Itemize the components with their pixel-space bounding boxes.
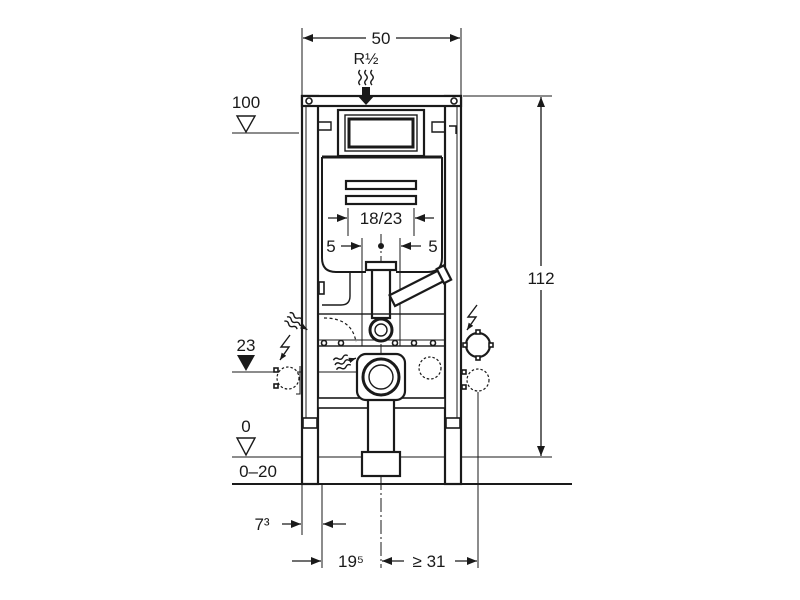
cistern-label-stripe [344, 179, 418, 191]
overflow-pipe-body [388, 268, 447, 308]
socket-icon [273, 366, 301, 395]
water-wave [335, 363, 352, 371]
level-marker-0-icon [235, 437, 257, 457]
installation-frame [300, 94, 463, 486]
left-offset-label: 5 [326, 237, 335, 256]
frame-bolt [450, 97, 458, 105]
socket-inner-dashed [418, 356, 442, 380]
cistern [321, 108, 443, 343]
frame-left-foot [302, 417, 318, 429]
frame-side-clip [318, 281, 325, 295]
drain-bend-outer [361, 357, 401, 397]
rail-bolt [337, 339, 345, 347]
rail-bolt [429, 339, 437, 347]
socket-notch [475, 355, 481, 361]
socket-bracket [273, 367, 279, 373]
frame-top-rail [300, 94, 463, 108]
water-supply-icon [357, 69, 375, 105]
frame-bolt [305, 97, 313, 105]
drain-assembly [317, 352, 446, 478]
drain-pipe-collar [360, 450, 402, 478]
drain-bend-inner [368, 364, 394, 390]
frame-middle-rail [317, 313, 446, 347]
water-wave [334, 357, 357, 366]
flush-pipe-assembly [364, 260, 453, 320]
water-wave [284, 320, 298, 330]
socket-outline [464, 331, 492, 359]
socket-notch [475, 329, 481, 335]
socket-notch [488, 342, 494, 348]
cistern-label-stripe [344, 194, 418, 206]
cistern-dashed-outline [323, 317, 357, 343]
socket-bracket [461, 369, 467, 375]
overflow-pipe-cap [435, 263, 453, 285]
overflow-pipe [388, 263, 453, 308]
mounting-bracket-post [449, 125, 457, 134]
drain-pipe [366, 396, 396, 456]
front-offset-label: 7³ [254, 515, 269, 534]
water-wave [286, 316, 308, 331]
electric-supply-icon [466, 304, 478, 331]
dimension-arrows [282, 34, 545, 565]
flush-pipe-elbow-inner [374, 323, 388, 337]
socket-dashed-outline [466, 368, 490, 392]
level-marker-23-icon [237, 355, 255, 371]
rail-bolt [320, 339, 328, 347]
mounting-bracket-right [431, 121, 444, 133]
water-supply-icon [332, 354, 357, 371]
flush-pipe-elbow [368, 317, 394, 343]
water-wave [358, 69, 362, 86]
side-clearance-label: ≥ 31 [413, 552, 446, 571]
socket-icon [461, 368, 490, 392]
drain-offset-label: 19⁵ [338, 552, 364, 571]
level-100-label: 100 [232, 93, 260, 112]
frame-height-label: 112 [527, 269, 554, 288]
mounting-bracket-left [319, 121, 332, 131]
level-23-label: 23 [237, 336, 256, 355]
socket-bracket-line [296, 366, 301, 395]
flush-pipe [370, 266, 392, 320]
water-supply-label: R½ [354, 51, 379, 68]
socket-icon [462, 329, 494, 361]
level-marker-100-icon [235, 115, 257, 134]
service-opening-panel [347, 117, 415, 149]
service-opening-inner [344, 114, 418, 152]
level-0-label: 0 [241, 417, 250, 436]
water-wave [289, 311, 304, 321]
rail-bolt [391, 339, 399, 347]
electric-supply-icon [279, 334, 291, 361]
socket-bracket [461, 384, 467, 390]
socket-dashed-outline [276, 366, 300, 390]
water-wave [364, 69, 368, 86]
cistern-lower-lobe [322, 272, 351, 306]
frame-right-foot [445, 417, 461, 429]
frame-middle-rail-group [317, 313, 446, 347]
actuator-spacing-label: 18/23 [360, 209, 403, 228]
water-wave [332, 354, 349, 361]
rail-bolt [410, 339, 418, 347]
water-inlet-arrow [357, 87, 375, 105]
floor-range-label: 0–20 [239, 462, 277, 481]
flush-pipe-collar [364, 260, 398, 272]
extension-lines [301, 28, 552, 568]
socket-bracket [273, 383, 279, 389]
center-point [378, 243, 384, 249]
frame-width-label: 50 [372, 29, 391, 48]
water-supply-icon [284, 311, 308, 331]
right-offset-label: 5 [428, 237, 437, 256]
water-wave [370, 69, 374, 86]
socket-notch [462, 342, 468, 348]
